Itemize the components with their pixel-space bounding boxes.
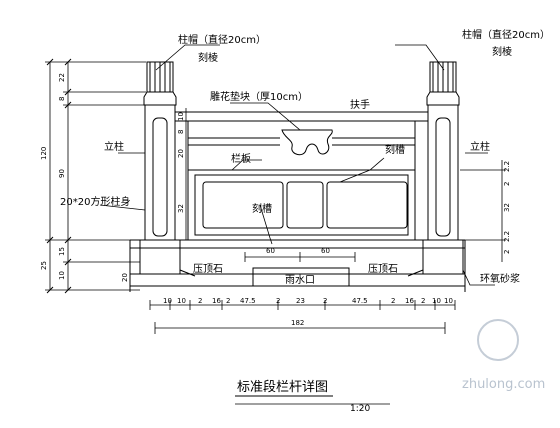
dim-bottom-13: 10 [432,297,441,305]
dimension-chain-left [45,61,146,291]
dim-right-32: 32 [503,203,511,212]
dim-bottom-8: 2 [323,297,327,305]
dim-right-2-2-top: 2.2 [503,161,511,172]
dim-panel-60-left: 60 [266,247,275,255]
label-column-left: 立柱 [104,140,124,153]
dimension-labels-left: 120 25 22 8 90 15 10 [40,73,66,280]
dim-left-22: 22 [58,73,66,82]
railing-panel [187,169,416,241]
dim-left-15: 15 [58,247,66,256]
watermark-text: zhulong.com [462,377,545,392]
dim-bottom-6: 2 [276,297,280,305]
carved-block [281,129,333,156]
dimension-labels-bottom: 10 10 2 16 2 47.5 2 23 2 47.5 2 16 2 10 … [163,297,453,327]
dim-small-20: 20 [121,273,129,282]
drawing-scale: 1:20 [350,404,370,414]
left-post-shaft [144,104,176,241]
title-block: 标准段栏杆详图 1:20 [235,380,390,414]
panel-frame-right [326,181,408,229]
handrail [175,111,428,170]
left-post [139,61,181,275]
dim-left-90: 90 [58,169,66,178]
dimension-chain-right [460,160,506,262]
dim-bottom-12: 2 [421,297,425,305]
dim-mid-8: 8 [177,130,185,134]
dimension-labels-right: 2.2 2 32 2.2 2 [503,161,511,254]
drain-opening [252,267,350,287]
label-groove-lower: 刻槽 [252,202,272,215]
dim-bottom-0: 10 [163,297,172,305]
dimension-ticks-left [46,58,72,294]
right-post-shaft [427,104,459,241]
dimension-chain-panel [244,252,356,262]
drawing-title: 标准段栏杆详图 [237,380,328,395]
label-carved-block: 雕花垫块（厚10cm） [210,90,308,103]
label-carve-left: 刻棱 [198,51,218,64]
dim-bottom-7: 23 [296,297,305,305]
dim-bottom-10: 2 [391,297,395,305]
label-carve-right: 刻棱 [492,45,512,58]
watermark: zhulong.com [462,319,545,392]
label-drain: 雨水口 [285,274,315,286]
dim-total: 182 [291,319,304,327]
dim-bottom-11: 16 [405,297,414,305]
label-coping-left: 压顶石 [193,263,223,275]
watermark-logo-icon [477,319,519,361]
dim-right-2-bottom: 2 [503,250,511,254]
dimension-labels-panel: 60 60 [266,247,330,255]
mortar-joint [179,269,424,277]
panel-frame-left [202,181,284,229]
dim-mid-20: 20 [177,149,185,158]
label-handrail: 扶手 [350,98,370,111]
left-post-base [139,239,181,275]
dim-bottom-4: 2 [226,297,230,305]
dim-panel-60-right: 60 [321,247,330,255]
dim-left-10: 10 [58,271,66,280]
label-coping-right: 压顶石 [368,263,398,275]
left-post-inset [152,117,168,237]
left-post-cap [143,61,177,106]
label-panel: 栏板 [231,152,251,165]
dim-left-25: 25 [40,261,48,270]
right-post-base [422,239,464,275]
dim-right-2-top: 2 [503,182,511,186]
panel-frame-middle [286,181,324,229]
dimension-labels-middle: 10 8 20 32 [177,112,185,213]
right-post [422,61,464,275]
label-post-cap-right: 柱帽（直径20cm） [462,28,550,41]
label-post-cap-left: 柱帽（直径20cm） [178,33,266,46]
dim-bottom-9: 47.5 [352,297,368,305]
dim-right-2-2-bottom: 2.2 [503,231,511,242]
dim-bottom-3: 16 [212,297,221,305]
dim-mid-10: 10 [177,112,185,121]
label-shaft: 20*20方形柱身 [60,195,130,208]
label-column-right: 立柱 [470,140,490,153]
dim-bottom-2: 2 [198,297,202,305]
dim-left-8: 8 [58,97,66,101]
label-groove-upper: 刻槽 [385,143,405,156]
leader-lines [99,44,495,286]
dim-mid-32: 32 [177,204,185,213]
dim-left-120: 120 [40,147,48,160]
annotation-labels: 柱帽（直径20cm） 刻棱 柱帽（直径20cm） 刻棱 雕花垫块（厚10cm） … [60,28,550,286]
label-mortar: 环氧砂浆 [480,272,520,285]
right-post-inset [435,117,451,237]
dimension-chain-bottom [149,300,456,334]
dim-bottom-5: 47.5 [240,297,256,305]
dim-bottom-1: 10 [177,297,186,305]
dim-bottom-14: 10 [444,297,453,305]
